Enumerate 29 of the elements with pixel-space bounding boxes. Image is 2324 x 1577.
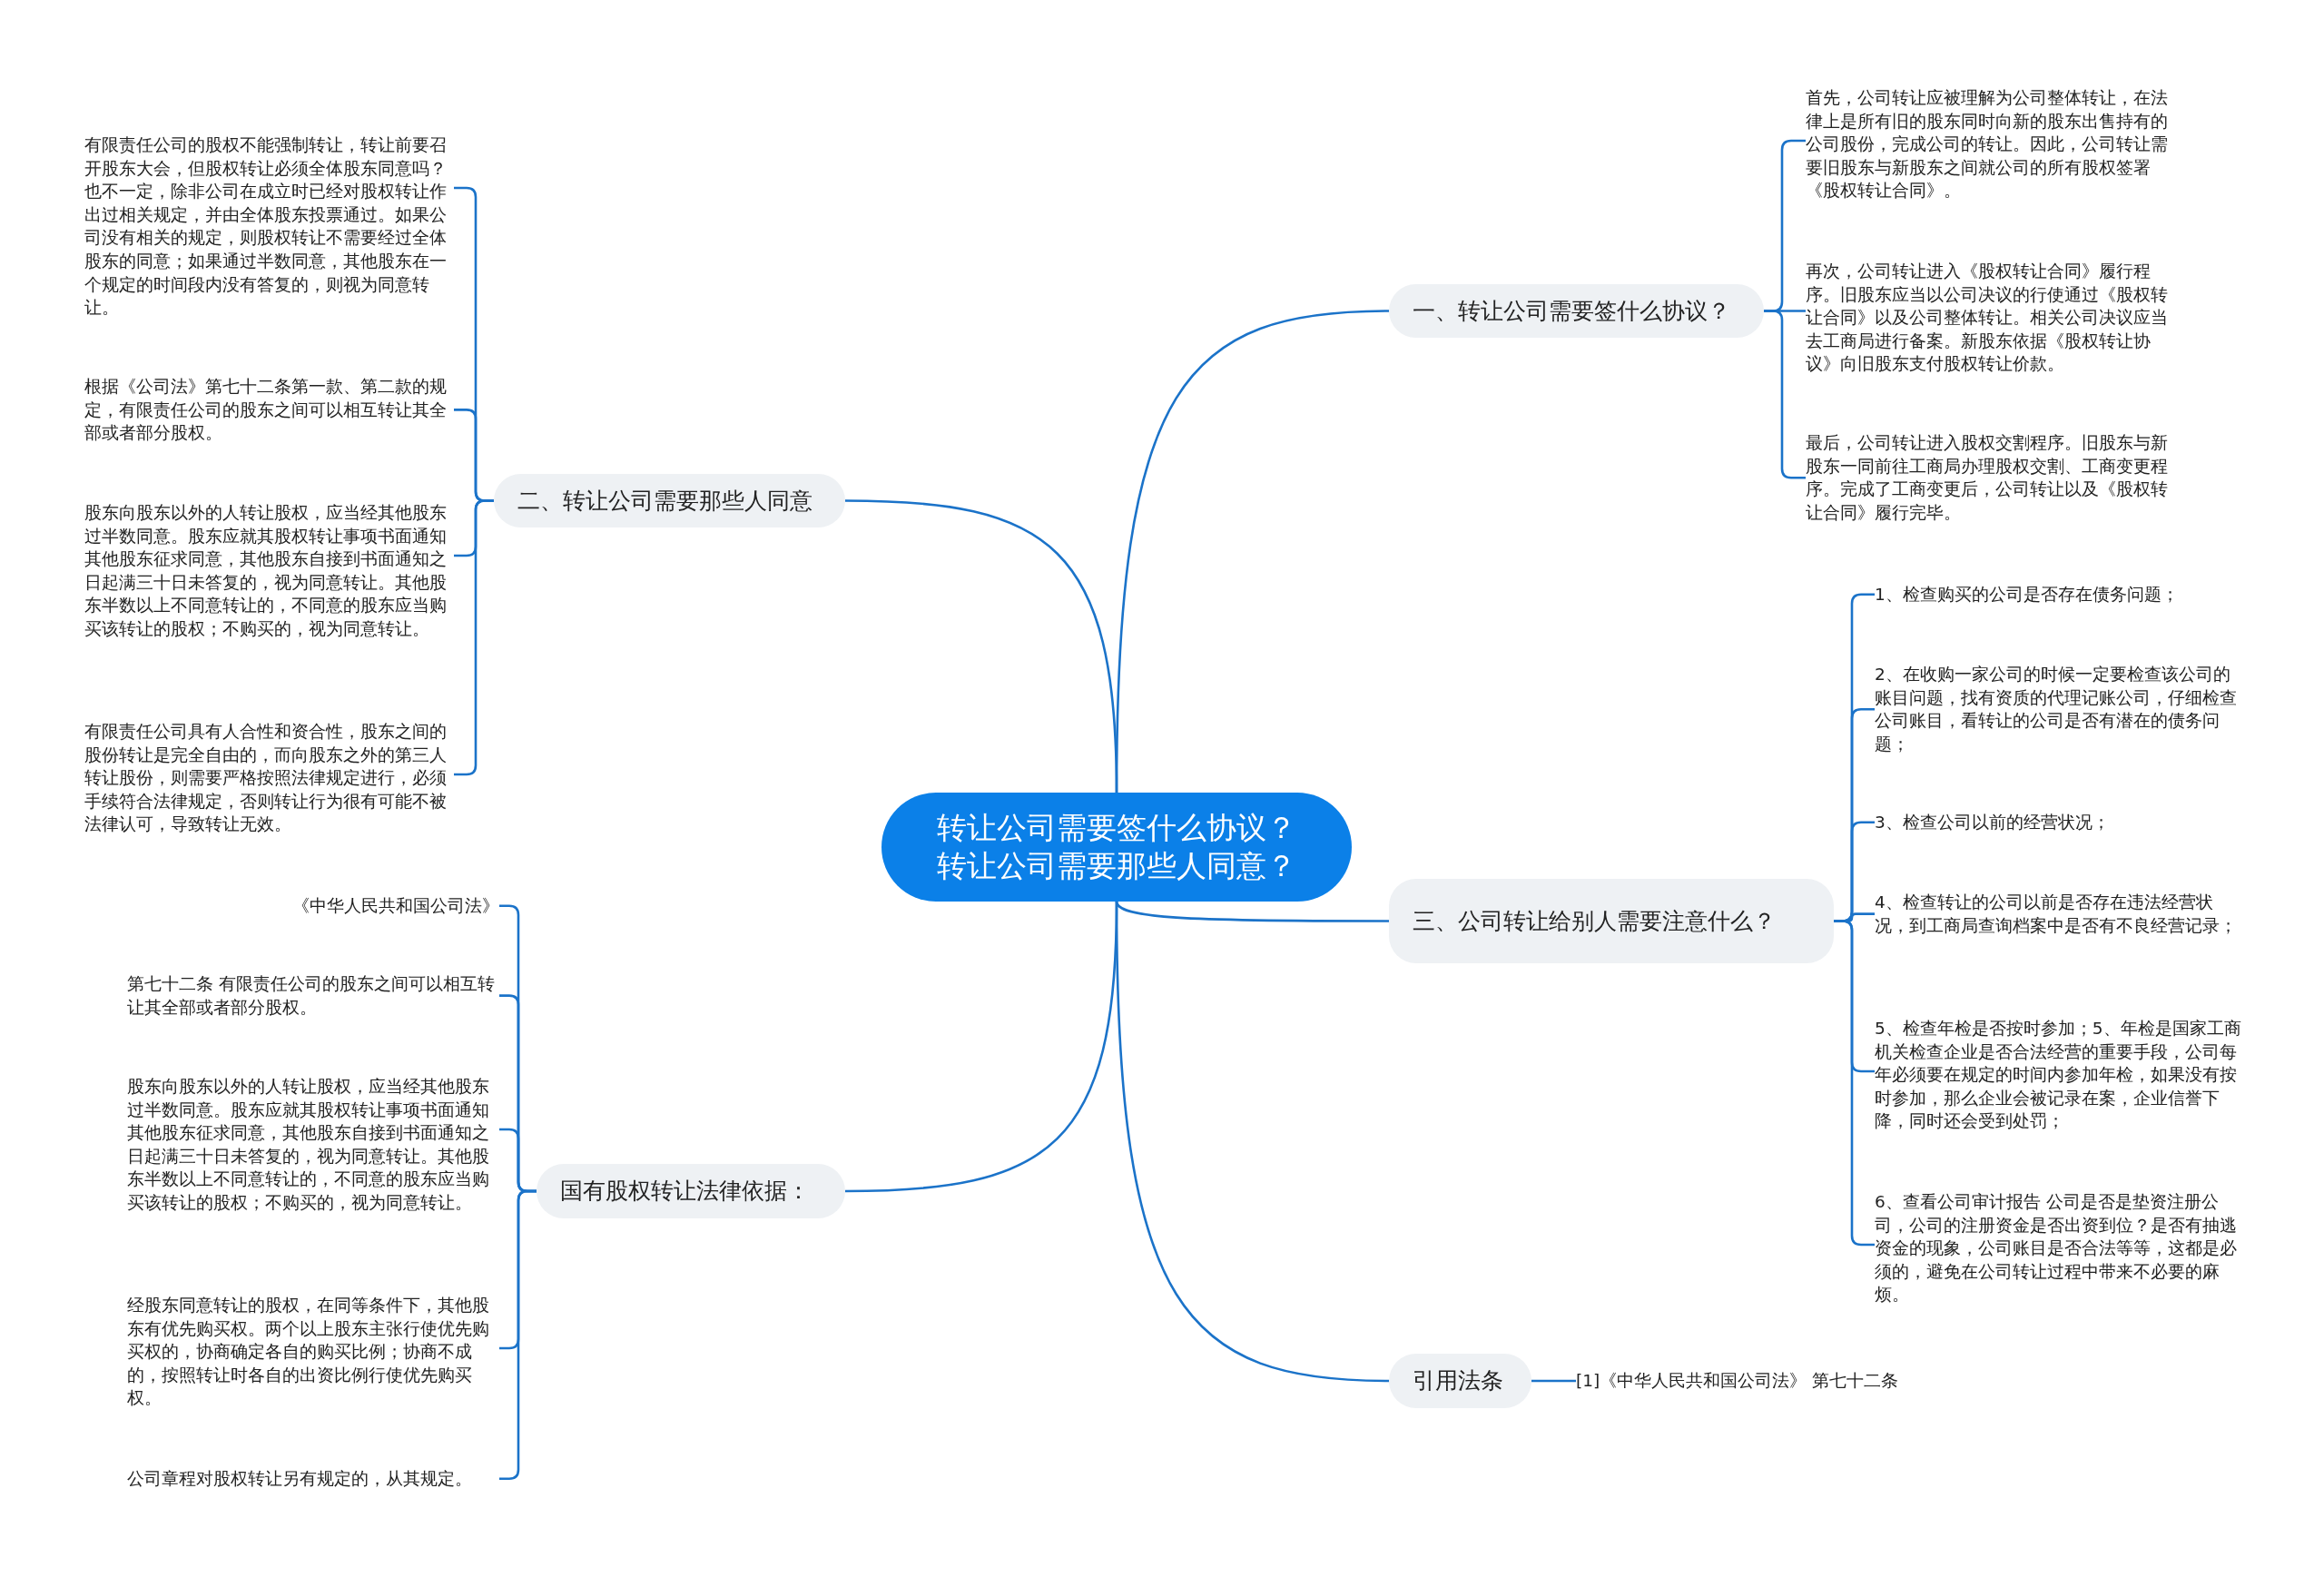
- topic-pill: 三、公司转让给别人需要注意什么？: [1389, 879, 1834, 963]
- note-text: 6、查看公司审计报告 公司是否是垫资注册公司，公司的注册资金是否出资到位？是否有抽逃资金的现象，公司账目是否合法等等，这都是必须的，避免在公司转让过程中带来不必要的麻烦。: [1875, 1190, 2247, 1306]
- note-text: 首先，公司转让应被理解为公司整体转让，在法律上是所有旧的股东同时向新的股东出售持有的公司股份，完成公司的转让。因此，公司转让需要旧股东与新股东之间就公司的所有股权签署《股权转让合同》。: [1806, 86, 2180, 202]
- note-text: [1]《中华人民共和国公司法》 第七十二条: [1576, 1369, 1939, 1393]
- note-text: 有限责任公司的股权不能强制转让，转让前要召开股东大会，但股权转让必须全体股东同意吗？也不一定，除非公司在成立时已经对股权转让作出过相关规定，并由全体股东投票通过。如果公司没有相关的规定，则股权转让不需要经过全体股东的同意；如果通过半数同意，其他股东在一个规定的时间段内没有答复的，则视为同意转让。: [84, 133, 454, 320]
- topic-pill: 引用法条: [1389, 1354, 1531, 1408]
- note-text: 第七十二条 有限责任公司的股东之间可以相互转让其全部或者部分股权。: [127, 972, 499, 1020]
- connector-line: [1531, 1379, 1576, 1383]
- note-text: 股东向股东以外的人转让股权，应当经其他股东过半数同意。股东应就其股权转让事项书面通知其他股东征求同意，其他股东自接到书面通知之日起满三十日未答复的，视为同意转让。其他股东半数以上不同意转让的，不同意的股东应当购买该转让的股权；不购买的，视为同意转让。: [84, 501, 454, 641]
- note-text: 根据《公司法》第七十二条第一款、第二款的规定，有限责任公司的股东之间可以相互转让其全部或者部分股权。: [84, 375, 454, 445]
- note-text: 最后，公司转让进入股权交割程序。旧股东与新股东一同前往工商局办理股权交割、工商变更程序。完成了工商变更后，公司转让以及《股权转让合同》履行完毕。: [1806, 431, 2180, 525]
- topic-pill: 国有股权转让法律依据：: [537, 1164, 845, 1218]
- note-text: 5、检查年检是否按时参加；5、年检是国家工商机关检查企业是否合法经营的重要手段，公司每年必须要在规定的时间内参加年检，如果没有按时参加，那么企业会被记录在案，企业信誉下降，同时还会受到处罚；: [1875, 1017, 2247, 1133]
- note-text: 4、检查转让的公司以前是否存在违法经营状况，到工商局查询档案中是否有不良经营记录；: [1875, 891, 2247, 938]
- topic-pill: 一、转让公司需要签什么协议？: [1389, 284, 1764, 338]
- note-text: 股东向股东以外的人转让股权，应当经其他股东过半数同意。股东应就其股权转让事项书面通知其他股东征求同意，其他股东自接到书面通知之日起满三十日未答复的，视为同意转让。其他股东半数以上不同意转让的，不同意的股东应当购买该转让的股权；不购买的，视为同意转让。: [127, 1075, 499, 1215]
- note-text: 《中华人民共和国公司法》: [127, 894, 499, 918]
- connector-line: [1115, 901, 1389, 922]
- connector-line: [844, 499, 1118, 793]
- note-text: 再次，公司转让进入《股权转让合同》履行程序。旧股东应当以公司决议的行使通过《股权转让合同》以及公司整体转让。相关公司决议应当去工商局进行备案。新股东依据《股权转让协议》向旧股东支付股权转让价款。: [1806, 260, 2180, 376]
- connector-line: [1115, 902, 1390, 1383]
- note-text: 2、在收购一家公司的时候一定要检查该公司的账目问题，找有资质的代理记账公司，仔细检查公司账目，看转让的公司是否有潜在的债务问题；: [1875, 663, 2247, 756]
- note-text: 经股东同意转让的股权，在同等条件下，其他股东有优先购买权。两个以上股东主张行使优先购买权的，协商确定各自的购买比例；协商不成的，按照转让时各自的出资比例行使优先购买权。: [127, 1294, 499, 1410]
- note-text: 1、检查购买的公司是否存在债务问题；: [1875, 583, 2247, 606]
- note-text: 公司章程对股权转让另有规定的，从其规定。: [127, 1467, 499, 1491]
- note-text: 3、检查公司以前的经营状况；: [1875, 811, 2247, 834]
- central-topic: 转让公司需要签什么协议？转让公司需要那些人同意？: [881, 793, 1352, 902]
- note-text: 有限责任公司具有人合性和资合性，股东之间的股份转让是完全自由的，而向股东之外的第三人转让股份，则需要严格按照法律规定进行，必须手续符合法律规定，否则转让行为很有可能不被法律认可，导致转让无效。: [84, 720, 454, 836]
- topic-pill: 二、转让公司需要那些人同意: [494, 474, 845, 527]
